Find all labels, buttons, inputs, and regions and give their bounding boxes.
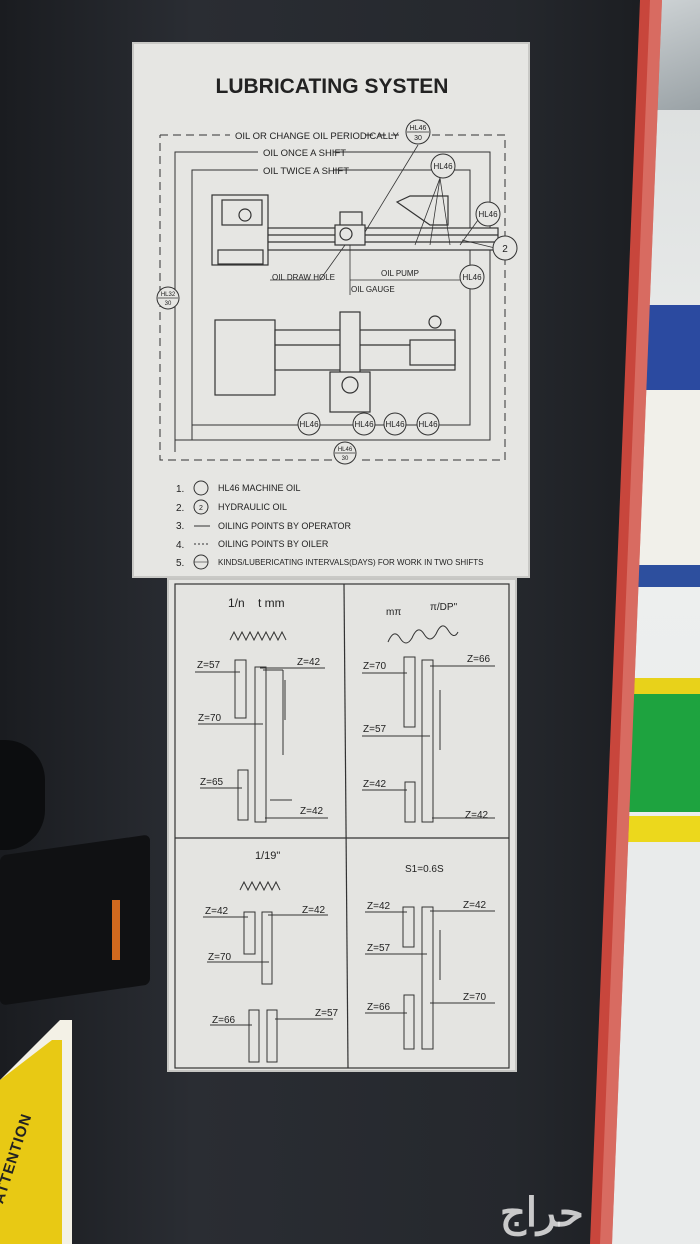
callout-oil-gauge: OIL GAUGE: [351, 285, 395, 294]
svg-text:2: 2: [199, 505, 203, 512]
badge-hl46: HL46: [478, 210, 498, 219]
svg-text:Z=57: Z=57: [367, 943, 391, 954]
svg-text:Z=42: Z=42: [205, 906, 229, 917]
gear-panel-4: S1=0.6S Z=42 Z=42 Z=57 Z=66 Z=70: [365, 864, 495, 1050]
badge-hl46: HL46: [418, 420, 438, 429]
legend-text: KINDS/LUBERICATING INTERVALS(DAYS) FOR W…: [218, 558, 484, 567]
legend-text: HL46 MACHINE OIL: [218, 483, 301, 493]
badge-hl46: HL46: [385, 420, 405, 429]
svg-text:Z=70: Z=70: [363, 661, 387, 672]
gear-panel-2: mπ π/DP" Z=70 Z=66 Z=57 Z=42 Z=42: [362, 602, 495, 823]
schedule-periodic: OIL OR CHANGE OIL PERIODICALLY: [235, 131, 399, 142]
svg-text:Z=70: Z=70: [198, 713, 222, 724]
svg-text:Z=66: Z=66: [467, 654, 491, 665]
lathe-top-view: [214, 311, 456, 413]
gear-panel-1: 1/n t mm Z=57 Z=42 Z=70 Z=65 Z=42: [195, 596, 328, 823]
svg-text:30: 30: [414, 135, 422, 142]
svg-text:30: 30: [165, 301, 172, 307]
schedule-frames: [159, 134, 506, 461]
lubrication-label: [132, 42, 530, 578]
floor-yellow-line: [620, 678, 700, 694]
svg-text:Z=42: Z=42: [463, 900, 487, 911]
legend-num: 4.: [176, 540, 184, 551]
badge-hydraulic: 2: [502, 244, 508, 255]
gear-panel-3: 1/19" Z=42 Z=42 Z=70 Z=66 Z=57: [203, 850, 339, 1063]
svg-text:1/19": 1/19": [255, 850, 280, 862]
svg-text:HL46: HL46: [338, 447, 353, 453]
watermark-logo: حراج: [500, 1191, 584, 1235]
lubrication-title: LUBRICATING SYSTEN: [216, 75, 449, 98]
svg-text:Z=70: Z=70: [463, 992, 487, 1003]
attention-sticker-band: [0, 1040, 62, 1244]
svg-text:Z=42: Z=42: [367, 901, 391, 912]
legend-num: 2.: [176, 503, 184, 514]
svg-text:HL32: HL32: [161, 292, 176, 298]
schedule-twice: OIL TWICE A SHIFT: [263, 166, 349, 177]
legend-text: OILING POINTS BY OPERATOR: [218, 521, 352, 531]
legend-num: 5.: [176, 558, 184, 569]
callout-oil-pump: OIL PUMP: [381, 269, 419, 278]
tool-orange-edge: [112, 900, 120, 960]
svg-text:Z=57: Z=57: [197, 660, 221, 671]
svg-text:π/DP": π/DP": [430, 602, 458, 613]
svg-text:Z=42: Z=42: [300, 806, 324, 817]
svg-text:Z=42: Z=42: [302, 905, 326, 916]
svg-text:Z=66: Z=66: [212, 1015, 236, 1026]
badge-hl32-30: HL32 30: [156, 286, 180, 310]
svg-text:S1=0.6S: S1=0.6S: [405, 864, 444, 875]
legend-num: 1.: [176, 484, 184, 495]
floor-yellow-line: [616, 816, 700, 842]
badge-hl46: HL46: [354, 420, 374, 429]
callout-oil-draw-hole: OIL DRAW HOLE: [272, 273, 335, 282]
callout-lines: [270, 144, 496, 295]
legend-num: 3.: [176, 521, 184, 532]
background-blue-machine: [640, 305, 700, 390]
gear-chart-label: [167, 578, 517, 1072]
badge-hl46: HL46: [433, 162, 453, 171]
svg-text:mπ: mπ: [386, 607, 401, 618]
svg-text:1/n: 1/n: [228, 596, 245, 610]
schedule-once: OIL ONCE A SHIFT: [263, 148, 346, 159]
svg-text:Z=70: Z=70: [208, 952, 232, 963]
badges-hl46: [297, 153, 518, 436]
legend-text: HYDRAULIC OIL: [218, 502, 287, 512]
gear-chart-grid: [174, 583, 510, 1069]
svg-text:t mm: t mm: [258, 596, 285, 610]
svg-text:Z=57: Z=57: [315, 1008, 339, 1019]
svg-text:Z=42: Z=42: [363, 779, 387, 790]
background-machine-base: [630, 565, 700, 587]
svg-text:30: 30: [342, 456, 349, 462]
machine-knob: [0, 740, 45, 850]
badge-hl46-30-top: HL46 30: [405, 119, 431, 145]
svg-text:Z=42: Z=42: [297, 657, 321, 668]
badge-hl46: HL46: [299, 420, 319, 429]
svg-text:Z=42: Z=42: [465, 810, 489, 821]
badge-hl46: HL46: [462, 273, 482, 282]
svg-text:Z=66: Z=66: [367, 1002, 391, 1013]
lathe-side-view: [211, 194, 499, 266]
badge-hl46-30-bottom: HL46 30: [333, 441, 357, 465]
legend: 1. HL46 MACHINE OIL 2. 2 HYDRAULIC OIL 3…: [176, 480, 484, 570]
svg-text:HL46: HL46: [410, 125, 427, 132]
legend-text: OILING POINTS BY OILER: [218, 539, 329, 549]
svg-text:Z=65: Z=65: [200, 777, 224, 788]
svg-text:Z=57: Z=57: [363, 724, 387, 735]
